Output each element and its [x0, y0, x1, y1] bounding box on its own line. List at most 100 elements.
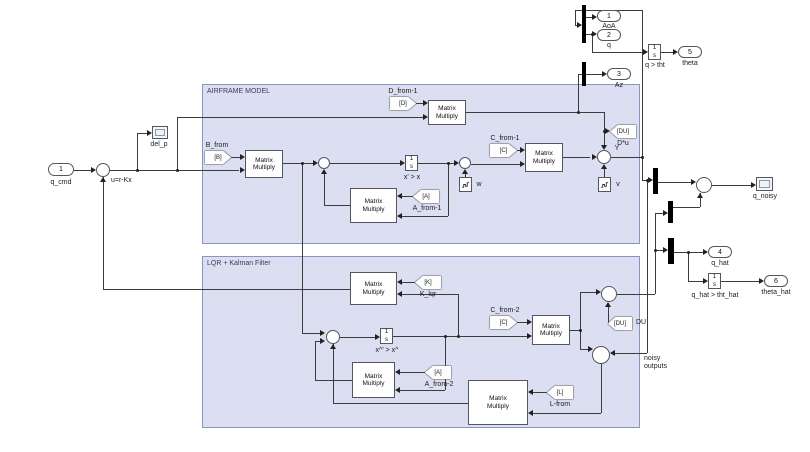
inport-q-cmd-label: q_cmd — [50, 179, 72, 186]
wire — [393, 336, 527, 337]
selector-qhat-out[interactable] — [668, 238, 674, 264]
sum-q-noisy[interactable] — [696, 177, 712, 193]
from-tag-A2-label: A_from-2 — [424, 381, 454, 388]
outport-aoa[interactable]: 1 — [597, 10, 621, 22]
from-tag-C2[interactable]: [C] — [490, 316, 517, 329]
wire — [333, 403, 468, 404]
from-tag-B-label: B_from — [205, 142, 229, 149]
outport-aoa-label: AoA — [602, 23, 616, 30]
wire — [445, 336, 446, 390]
wire — [530, 392, 547, 393]
junction-dot — [646, 179, 649, 182]
inport-q-cmd[interactable]: 1 — [48, 163, 74, 176]
matrix-multiply-c1[interactable]: Matrix Multiply — [525, 143, 563, 172]
wire — [283, 163, 313, 164]
wire — [324, 174, 325, 205]
wire — [466, 112, 604, 113]
arrowhead — [601, 145, 607, 150]
wire — [642, 10, 643, 157]
wire — [302, 333, 321, 334]
sum-yhat[interactable] — [601, 286, 617, 302]
noisy-outputs-note: noisy outputs — [644, 355, 667, 370]
matrix-multiply-k[interactable]: Matrix Multiply — [350, 272, 397, 305]
from-tag-B[interactable]: [B] — [205, 151, 231, 164]
integrator-numerator: 1 — [712, 274, 717, 280]
selector-yhat-q[interactable] — [668, 201, 673, 223]
outport-q[interactable]: 2 — [597, 29, 621, 41]
arrowhead — [759, 278, 764, 284]
scope-del-p[interactable] — [152, 126, 168, 139]
from-tag-D[interactable]: [D] — [390, 97, 416, 110]
matrix-multiply-a1[interactable]: Matrix Multiply — [350, 188, 397, 223]
wire — [647, 180, 648, 353]
arrowhead — [397, 291, 402, 297]
integrator-xhat-label: x^' > x^ — [375, 347, 399, 354]
arrowhead — [528, 389, 533, 395]
sum-u-note: u=r-Kx — [111, 177, 132, 184]
wire — [177, 117, 423, 118]
outport-theta[interactable]: 5 — [678, 46, 702, 58]
sum-u-rkx[interactable] — [96, 163, 110, 177]
sum-kalman-xhat[interactable] — [326, 330, 340, 344]
arrowhead — [528, 410, 533, 416]
arrowhead — [330, 344, 336, 349]
wire — [397, 390, 445, 391]
lqr-kalman-title: LQR + Kalman Filter — [207, 260, 271, 267]
wire — [177, 117, 178, 170]
wire — [517, 150, 520, 151]
sum-xdot[interactable] — [318, 157, 330, 169]
from-tag-A2[interactable]: [A] — [425, 366, 451, 379]
arrowhead — [400, 160, 405, 166]
matrix-multiply-c2[interactable]: Matrix Multiply — [532, 315, 570, 345]
scope-q-noisy[interactable] — [756, 177, 773, 191]
wire — [530, 413, 601, 414]
from-tag-D-label: D_from-1 — [388, 88, 418, 95]
noise-source-v[interactable] — [598, 177, 611, 192]
goto-tag-DU[interactable]: [DU] — [610, 125, 636, 138]
arrowhead — [663, 247, 668, 253]
from-tag-DU[interactable]: [DU] — [608, 317, 632, 330]
wire — [74, 170, 91, 171]
from-tag-B-text: [B] — [205, 151, 231, 164]
junction-dot — [654, 249, 657, 252]
from-tag-A1[interactable]: [A] — [413, 190, 439, 203]
demux-outputs[interactable] — [582, 5, 586, 43]
matrix-multiply-b[interactable]: Matrix Multiply — [245, 150, 283, 178]
wire — [324, 205, 350, 206]
demux-az[interactable] — [582, 62, 586, 86]
wire — [642, 157, 643, 180]
wire — [592, 52, 643, 53]
matrix-multiply-l[interactable]: Matrix Multiply — [468, 380, 528, 425]
outport-theta-hat[interactable]: 6 — [764, 275, 788, 287]
sum-y-label: Y — [614, 145, 620, 152]
wire — [601, 364, 602, 413]
from-tag-L[interactable]: [L] — [547, 386, 573, 399]
from-tag-C1[interactable]: [C] — [490, 144, 517, 157]
junction-dot — [447, 162, 450, 165]
matrix-multiply-a2[interactable]: Matrix Multiply — [352, 362, 395, 398]
from-tag-K[interactable]: [K] — [415, 276, 441, 289]
wire — [604, 169, 605, 177]
arrowhead — [462, 169, 468, 174]
sum-w[interactable] — [459, 157, 471, 169]
integrator-numerator: 1 — [384, 329, 389, 335]
from-tag-A2-text: [A] — [425, 366, 451, 379]
selector-noisy-q[interactable] — [653, 168, 658, 194]
wire — [712, 185, 752, 186]
wire — [110, 170, 239, 171]
arrowhead — [100, 177, 106, 182]
wire — [586, 74, 602, 75]
noise-source-w[interactable] — [459, 177, 472, 192]
outport-q-hat[interactable]: 4 — [708, 246, 732, 258]
arrowhead — [454, 160, 459, 166]
sum-innovation[interactable] — [592, 346, 610, 364]
junction-dot — [444, 335, 447, 338]
matrix-multiply-d[interactable]: Matrix Multiply — [428, 100, 466, 125]
outport-az[interactable]: 3 — [607, 68, 631, 80]
noise-icon — [461, 182, 470, 188]
sum-y[interactable] — [597, 150, 611, 164]
